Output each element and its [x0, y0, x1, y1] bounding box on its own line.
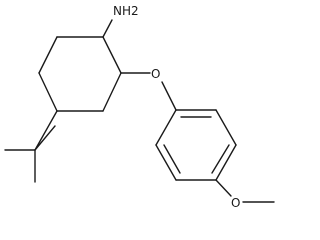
amine-bond	[102, 19, 113, 38]
aromatic-bond	[155, 109, 177, 146]
ether-bond	[161, 81, 177, 111]
aromatic-double-bond	[163, 144, 181, 174]
cyclohexane-ring	[38, 36, 122, 112]
tert-butyl-bond	[34, 110, 58, 151]
structure-diagram: NH2 O O	[4, 4, 275, 210]
amine-label: NH2	[113, 4, 139, 18]
ring-bond	[102, 36, 122, 74]
ether-oxygen-label: O	[151, 67, 160, 81]
aromatic-double-bond	[211, 144, 230, 174]
ring-bond	[38, 72, 58, 112]
aromatic-bond	[215, 109, 237, 146]
aromatic-bond	[155, 144, 177, 181]
methoxy-bond	[215, 179, 232, 197]
tert-butyl-methyl-bond	[34, 125, 56, 151]
chemical-structure: NH2 O O	[4, 4, 275, 210]
methoxy-oxygen-label: O	[231, 196, 240, 210]
ring-bond	[38, 36, 58, 74]
benzene-ring	[155, 109, 237, 181]
aromatic-bond	[215, 144, 237, 181]
ring-bond	[102, 72, 122, 112]
tert-butyl-group	[4, 110, 58, 183]
